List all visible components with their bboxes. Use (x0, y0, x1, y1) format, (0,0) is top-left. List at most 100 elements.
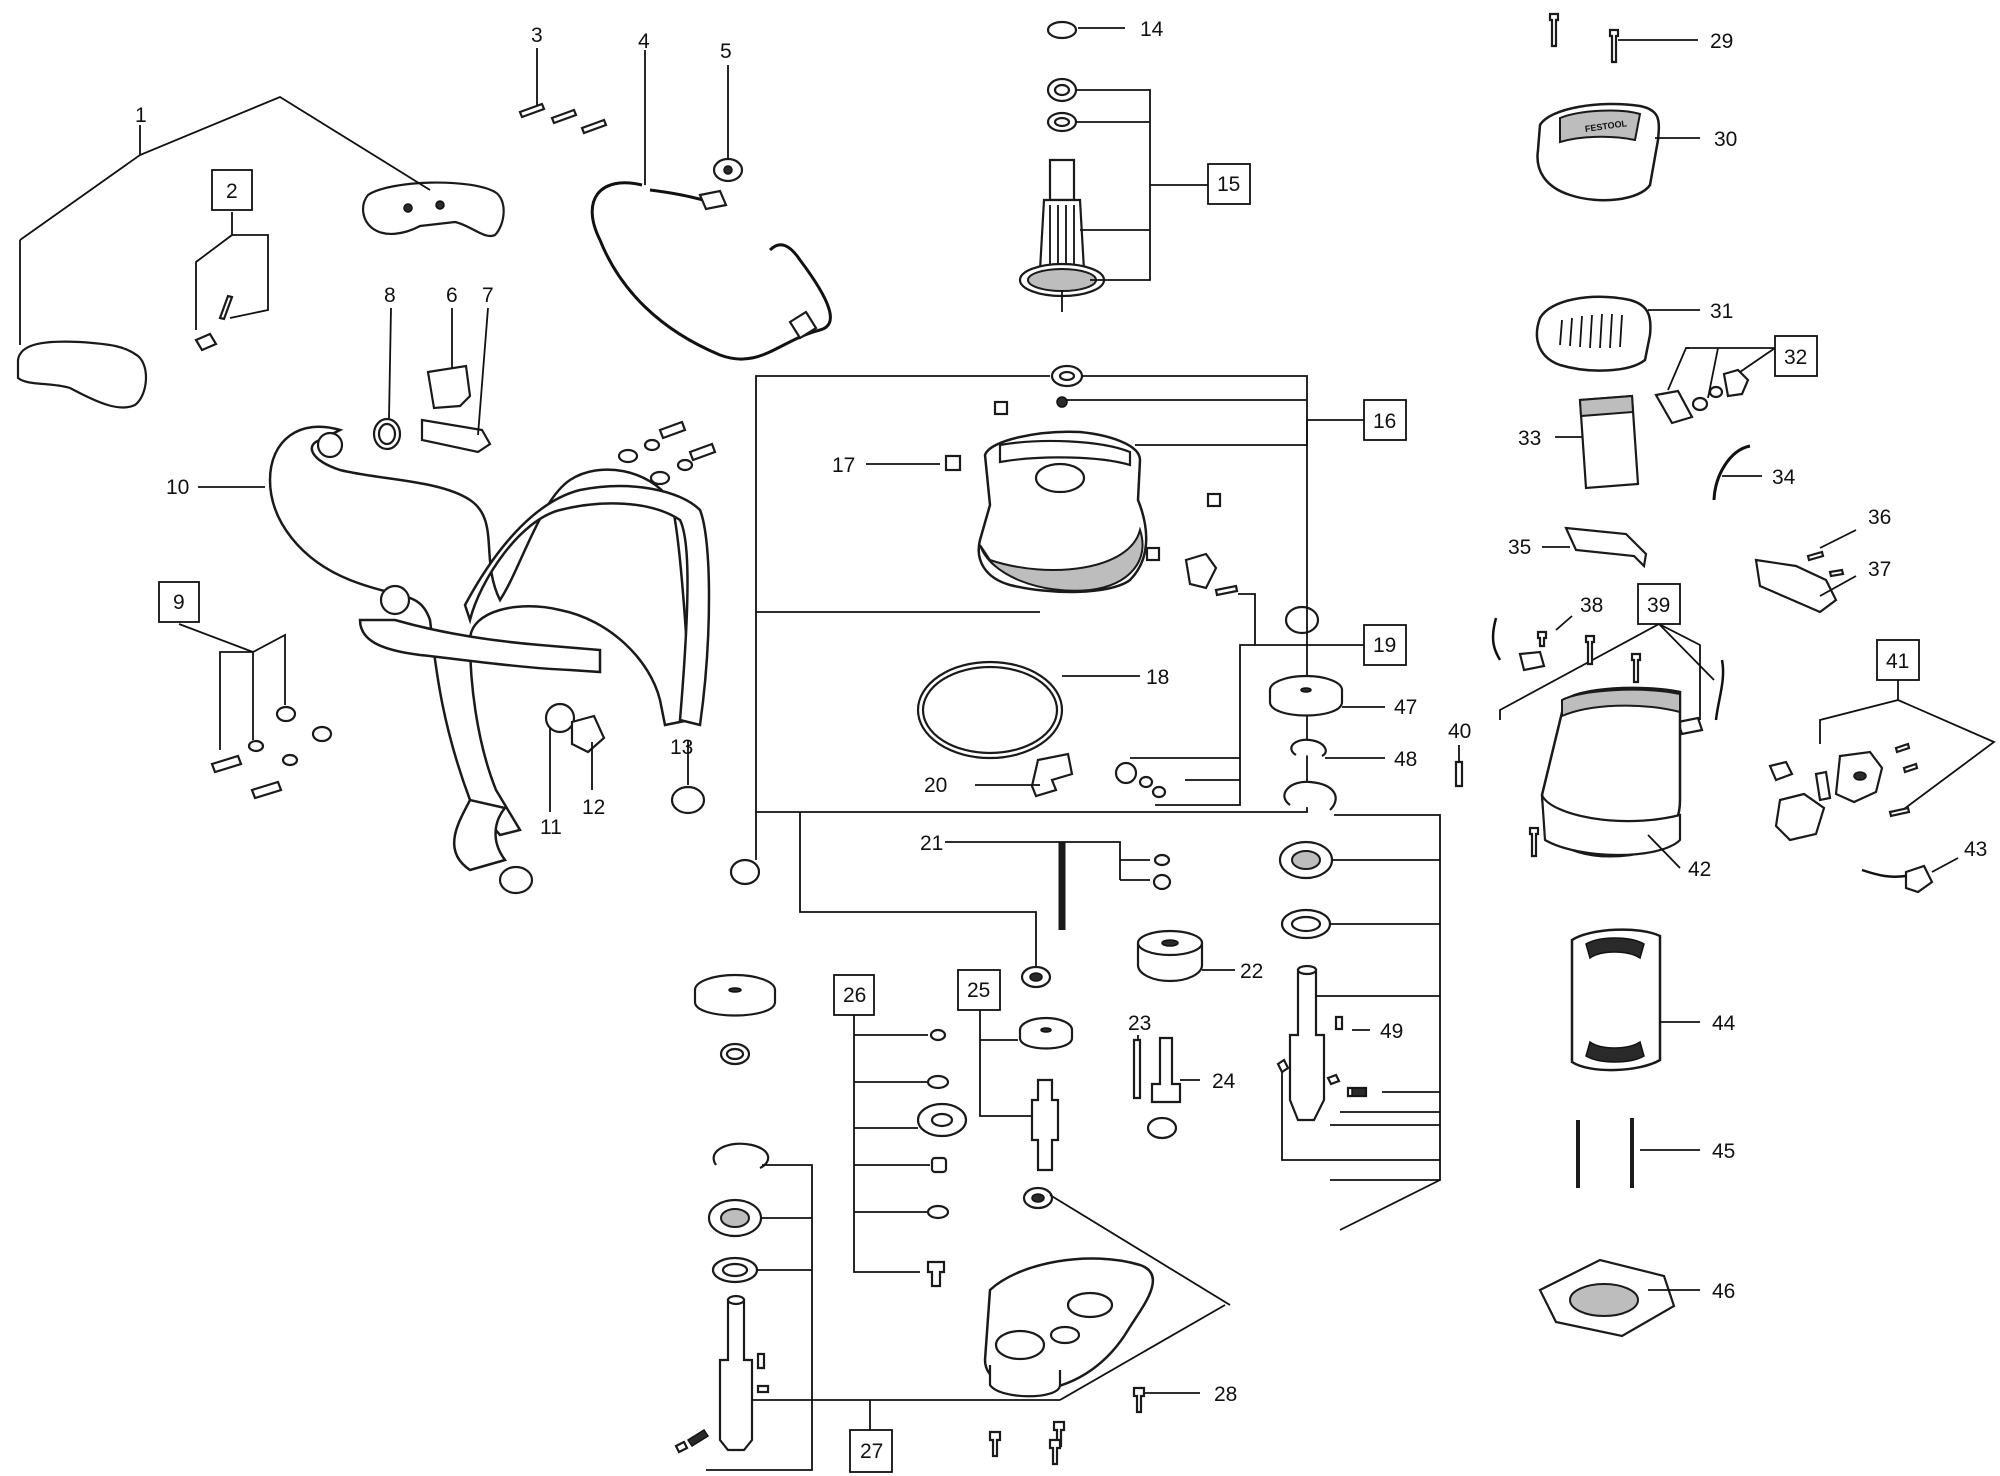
part-27-spindle (718, 1298, 754, 1452)
part-47-disc-side (1268, 690, 1344, 717)
part-10-frame-arm (358, 618, 602, 674)
label-45: 45 (1712, 1140, 1735, 1163)
part-10-tube-end (316, 431, 344, 459)
part-41-screw (1894, 742, 1911, 754)
part-42-housing-base (1540, 794, 1682, 857)
part-41-screw (1888, 806, 1911, 818)
leader-19 (1155, 644, 1255, 806)
label-24: 24 (1212, 1070, 1236, 1093)
part-41-screw (1902, 762, 1919, 774)
part-41-block (1768, 760, 1794, 782)
part-15-armature-core (1038, 198, 1086, 272)
part-4-connector (698, 189, 728, 211)
part-21-bushing (1152, 873, 1172, 891)
label-32: 32 (1784, 346, 1807, 369)
part-15-fan-gear (1027, 268, 1097, 292)
part-43-cable-clip (1904, 864, 1934, 894)
part-12-clamp (570, 714, 606, 754)
part-42-screw (1528, 826, 1540, 858)
part-32-knob (1722, 368, 1750, 398)
part-19-bushing (1284, 605, 1320, 635)
leader-gearbox (1049, 1194, 1231, 1306)
leader-center-frame (799, 812, 1037, 968)
part-48-circlip (1290, 738, 1327, 757)
part-31-vents (1559, 313, 1623, 349)
part-17-nut (944, 454, 962, 472)
box-label-41 (1876, 639, 1920, 681)
part-33-filter-top (1578, 394, 1635, 418)
part-14-ring (1046, 20, 1078, 40)
part-27-pin (674, 1440, 689, 1454)
leader-8 (388, 307, 392, 419)
part-13-end-cap (670, 785, 706, 815)
box-label-27 (849, 1429, 893, 1473)
part-4-connector (788, 310, 818, 340)
label-3: 3 (531, 24, 543, 47)
leader-19 (1238, 593, 1365, 646)
part-2-clip (194, 332, 218, 352)
part-36-screw (1806, 550, 1825, 562)
leader-32 (1667, 347, 1690, 391)
leader-shaft-group (1330, 814, 1441, 1181)
label-18: 18 (1146, 666, 1169, 689)
part-25-disc-side (1018, 1030, 1074, 1050)
part-37-screw (1828, 568, 1845, 578)
part-15-armature-windings (1049, 205, 1075, 268)
part-16-nut (993, 400, 1009, 416)
leader-9 (252, 633, 286, 705)
part-1-grip (16, 340, 147, 409)
part-22-hub-bore (1161, 939, 1179, 947)
part-bushing (729, 858, 761, 886)
label-2: 2 (226, 180, 238, 203)
label-5: 5 (720, 40, 732, 63)
part-18-gasket (921, 665, 1059, 755)
box-label-26 (833, 974, 875, 1016)
part-gearbox-base-foot (988, 1365, 1062, 1398)
leader-43 (1931, 857, 1959, 873)
part-39-wire (1491, 617, 1502, 661)
label-12: 12 (582, 796, 605, 819)
part-16-bracket-screw (1214, 584, 1239, 597)
leader-36 (1819, 529, 1857, 549)
part-disc-side (693, 990, 777, 1017)
part-ring-inner (725, 1047, 745, 1061)
part-26-bearing-inner (930, 1112, 954, 1128)
label-42: 42 (1688, 858, 1711, 881)
leader-41 (1897, 699, 1996, 813)
part-disc-hole (728, 987, 742, 993)
part-gearbox-bore (994, 1329, 1046, 1361)
label-20: 20 (924, 774, 947, 797)
label-48: 48 (1394, 748, 1417, 771)
part-25-shaft (1030, 1078, 1060, 1172)
part-39-wire (1714, 659, 1725, 721)
box-label-32 (1774, 335, 1818, 377)
part-44-stator-winding (1585, 937, 1645, 960)
part-29-screw (1608, 28, 1620, 64)
part-35-bracket (1564, 526, 1648, 569)
label-25: 25 (967, 979, 990, 1002)
leader-42 (1647, 834, 1681, 869)
part-4-cable-harness (590, 181, 832, 361)
leader-37 (1819, 575, 1857, 597)
box-label-15 (1207, 163, 1251, 205)
label-23: 23 (1128, 1012, 1151, 1035)
part-10-frame-lower (452, 798, 508, 872)
part-21-ring (1153, 853, 1171, 867)
part-11-knob (544, 702, 576, 734)
part-main-spindle (1288, 968, 1326, 1122)
label-17: 17 (832, 454, 855, 477)
part-seal-inner (1290, 915, 1322, 933)
leader-39 (1499, 623, 1660, 720)
part-27-pin (756, 1384, 770, 1394)
label-16: 16 (1373, 410, 1396, 433)
part-44-stator-winding (1585, 1040, 1645, 1063)
label-46: 46 (1712, 1280, 1735, 1303)
label-1: 1 (135, 104, 147, 127)
part-28-screw (1048, 1438, 1062, 1466)
part-3-screws (518, 102, 608, 135)
box-label-39 (1637, 583, 1681, 625)
part-42-screw (1630, 652, 1642, 684)
leader-shaft-group (1281, 1070, 1440, 1161)
label-30: 30 (1714, 128, 1737, 151)
part-28-screw (988, 1430, 1002, 1458)
